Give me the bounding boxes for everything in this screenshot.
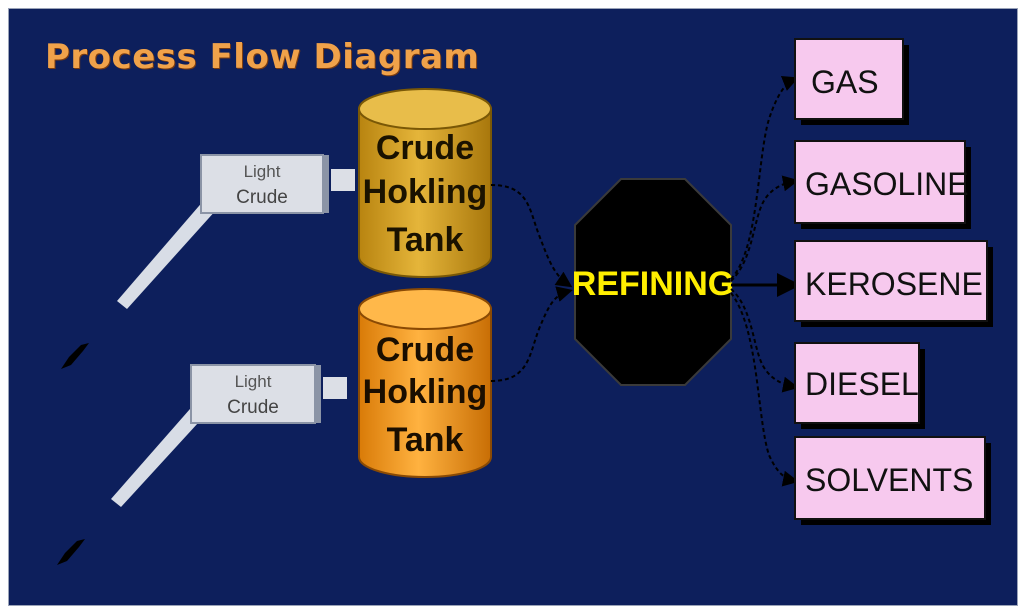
- product-gasoline-label: GASOLINE: [805, 166, 969, 202]
- tank-2-line3: Tank: [387, 421, 464, 459]
- tank-2: Crude Hokling Tank: [358, 288, 492, 478]
- connector-tank1-refining: [490, 184, 573, 288]
- tank-2-line2: Hokling: [363, 373, 488, 411]
- product-kerosene: KEROSENE: [794, 240, 993, 327]
- connector-tank2-refining: [490, 286, 573, 382]
- process-flow-svg: Light Crude Light Crude Crude Hokling Ta…: [57, 38, 993, 565]
- source-1-label-line2: Crude: [236, 187, 288, 208]
- diagram-title: Process Flow Diagram: [45, 37, 480, 77]
- refining-node: REFINING: [572, 178, 734, 386]
- product-solvents-box: [794, 436, 986, 520]
- source-1-label-line1: Light: [244, 162, 281, 181]
- product-gas-label: GAS: [811, 64, 879, 100]
- tank-1-line1: Crude: [376, 129, 474, 167]
- source-2-label-line2: Crude: [227, 397, 279, 418]
- product-kerosene-box: [794, 240, 988, 322]
- source-2-label-line1: Light: [235, 372, 272, 391]
- source-1: Light Crude: [61, 154, 355, 369]
- connector-refining-diesel: [730, 288, 799, 393]
- product-gas-box: [794, 38, 904, 120]
- tank-1: Crude Hokling Tank: [358, 88, 492, 278]
- tank-1-top: [358, 88, 492, 130]
- connector-refining-gas: [730, 76, 799, 280]
- connector-refining-gasoline: [730, 175, 799, 282]
- product-gasoline-box: [794, 140, 966, 224]
- product-gas: GAS: [794, 38, 909, 125]
- refining-label: REFINING: [572, 265, 734, 303]
- source-1-pipe: [117, 199, 217, 309]
- product-diesel-label: DIESEL: [805, 366, 919, 402]
- tank-2-body: [358, 308, 492, 478]
- source-1-coupling: [331, 169, 355, 191]
- tank-2-line1: Crude: [376, 331, 474, 369]
- source-2-pipe: [111, 401, 209, 507]
- tank-2-top: [358, 288, 492, 330]
- product-solvents: SOLVENTS: [794, 436, 991, 525]
- product-solvents-label: SOLVENTS: [805, 462, 973, 498]
- product-gasoline: GASOLINE: [794, 140, 971, 229]
- tank-1-line2: Hokling: [363, 173, 488, 211]
- source-2-nozzle-icon: [57, 539, 85, 565]
- refining-octagon: [574, 178, 732, 386]
- product-diesel-box: [794, 342, 920, 424]
- product-kerosene-label: KEROSENE: [805, 266, 983, 302]
- source-1-box: [200, 154, 324, 214]
- tank-1-line3: Tank: [387, 221, 464, 259]
- source-2-box: [190, 364, 316, 424]
- connector-refining-solvents: [730, 292, 799, 487]
- diagram-canvas: Process Flow Diagram Light: [8, 8, 1018, 606]
- source-1-nozzle-icon: [61, 343, 89, 369]
- source-2-coupling: [323, 377, 347, 399]
- tank-1-body: [358, 108, 492, 278]
- source-2: Light Crude: [57, 364, 347, 565]
- product-diesel: DIESEL: [794, 342, 925, 429]
